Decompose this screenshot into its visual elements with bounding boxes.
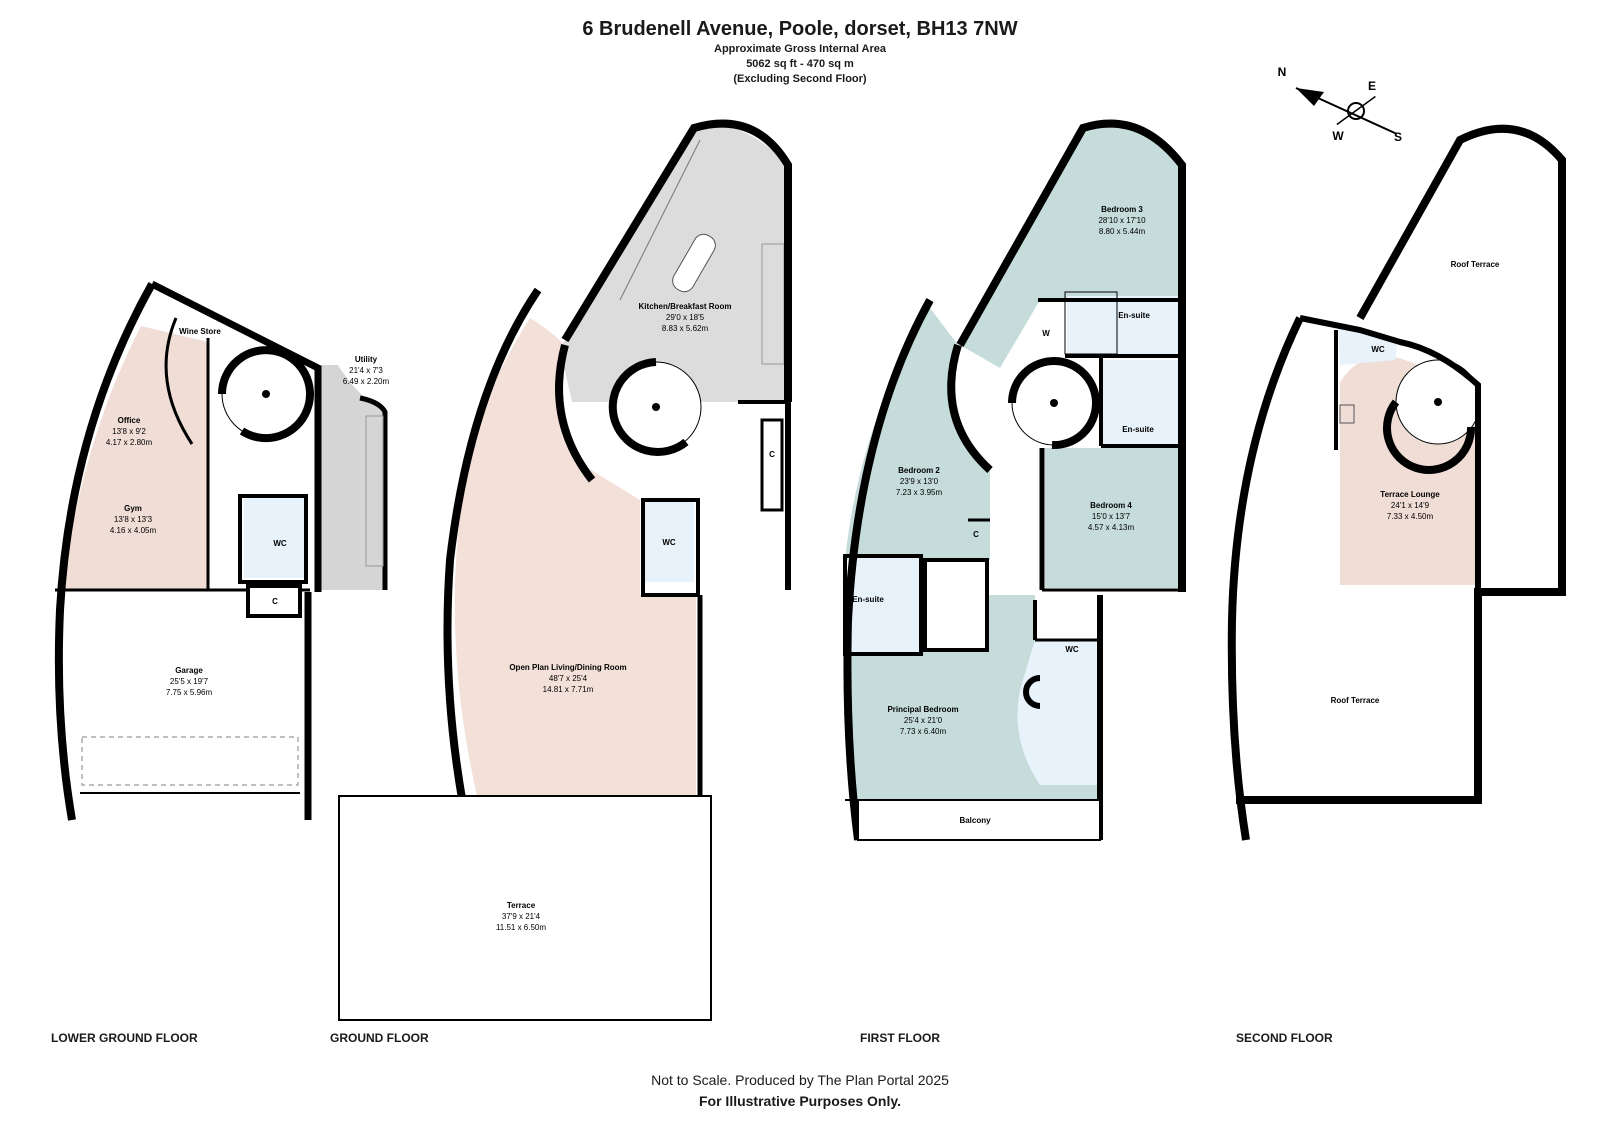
first-ensuite-left xyxy=(848,558,920,654)
compass-icon: N E S W xyxy=(1278,65,1402,144)
lg-utility-imperial: 21'4 x 7'3 xyxy=(349,366,383,375)
ff-principal-metric: 7.73 x 6.40m xyxy=(900,727,947,736)
lg-office-imperial: 13'8 x 9'2 xyxy=(112,427,146,436)
footer-line-1: Not to Scale. Produced by The Plan Porta… xyxy=(651,1072,949,1088)
compass-n: N xyxy=(1278,65,1287,79)
gf-wc-label: WC xyxy=(662,538,676,547)
area-label: Approximate Gross Internal Area xyxy=(714,43,886,55)
sf-lounge-name: Terrace Lounge xyxy=(1380,490,1440,499)
gf-terrace-name: Terrace xyxy=(507,901,536,910)
gf-terrace-metric: 11.51 x 6.50m xyxy=(496,923,546,932)
gf-terrace-imperial: 37'9 x 21'4 xyxy=(502,912,541,921)
ff-bedroom4-imperial: 15'0 x 13'7 xyxy=(1092,512,1131,521)
first-floor-plan xyxy=(843,119,1186,841)
lg-utility-metric: 6.49 x 2.20m xyxy=(343,377,390,386)
bedroom-4-room xyxy=(1045,448,1180,588)
first-ensuite-top xyxy=(1067,296,1179,354)
ff-bedroom2-name: Bedroom 2 xyxy=(898,466,940,475)
ff-principal-imperial: 25'4 x 21'0 xyxy=(904,716,943,725)
lg-wine-store-label: Wine Store xyxy=(179,327,221,336)
gf-kitchen-name: Kitchen/Breakfast Room xyxy=(639,302,732,311)
ff-balcony-label: Balcony xyxy=(959,816,991,825)
gf-cupboard-label: C xyxy=(769,450,775,459)
ff-bedroom4-metric: 4.57 x 4.13m xyxy=(1088,523,1135,532)
lg-gym-metric: 4.16 x 4.05m xyxy=(110,526,157,535)
sf-lounge-metric: 7.33 x 4.50m xyxy=(1387,512,1434,521)
ff-bedroom4-name: Bedroom 4 xyxy=(1090,501,1132,510)
first-ensuite-mid xyxy=(1103,360,1179,446)
first-floor-label: FIRST FLOOR xyxy=(860,1031,940,1045)
lg-garage-metric: 7.75 x 5.96m xyxy=(166,688,213,697)
lg-garage-name: Garage xyxy=(175,666,203,675)
sf-wc-label: WC xyxy=(1371,345,1385,354)
lg-utility-name: Utility xyxy=(355,355,378,364)
sf-wc-room xyxy=(1338,322,1398,365)
gf-kitchen-imperial: 29'0 x 18'5 xyxy=(666,313,705,322)
compass-s: S xyxy=(1394,130,1402,144)
first-wc-room xyxy=(1017,640,1098,785)
sf-lounge-imperial: 24'1 x 14'9 xyxy=(1391,501,1430,510)
lg-gym-name: Gym xyxy=(124,504,142,513)
ff-ensuite-mid-label: En-suite xyxy=(1122,425,1154,434)
gf-kitchen-metric: 8.83 x 5.62m xyxy=(662,324,709,333)
ff-bedroom3-imperial: 28'10 x 17'10 xyxy=(1098,216,1146,225)
area-value: 5062 sq ft - 470 sq m xyxy=(746,58,854,70)
second-floor-plan xyxy=(1227,124,1566,841)
lg-garage-imperial: 25'5 x 19'7 xyxy=(170,677,209,686)
ff-bedroom3-name: Bedroom 3 xyxy=(1101,205,1143,214)
ff-bedroom3-metric: 8.80 x 5.44m xyxy=(1099,227,1146,236)
kitchen-breakfast-room xyxy=(560,125,788,403)
gf-living-imperial: 48'7 x 25'4 xyxy=(549,674,588,683)
lg-cupboard-label: C xyxy=(272,597,278,606)
lg-office-metric: 4.17 x 2.80m xyxy=(106,438,153,447)
bedroom-2-room xyxy=(845,308,990,560)
ff-bedroom2-metric: 7.23 x 3.95m xyxy=(896,488,943,497)
second-floor-label: SECOND FLOOR xyxy=(1236,1031,1333,1045)
ground-floor-label: GROUND FLOOR xyxy=(330,1031,429,1045)
plan-title: 6 Brudenell Avenue, Poole, dorset, BH13 … xyxy=(582,18,1018,40)
terrace-area xyxy=(338,795,712,1021)
gf-wc-room xyxy=(643,502,694,582)
ff-ensuite-left-label: En-suite xyxy=(852,595,884,604)
compass-e: E xyxy=(1368,79,1376,93)
bedroom-3-room xyxy=(960,124,1180,368)
ground-floor-plan xyxy=(338,119,792,1021)
lower-ground-floor-plan xyxy=(54,280,388,821)
lg-gym-imperial: 13'8 x 13'3 xyxy=(114,515,153,524)
lower-ground-floor-label: LOWER GROUND FLOOR xyxy=(51,1031,198,1045)
ff-bedroom2-imperial: 23'9 x 13'0 xyxy=(900,477,939,486)
gf-living-name: Open Plan Living/Dining Room xyxy=(509,663,626,672)
ff-wardrobe-label: W xyxy=(1042,329,1050,338)
gf-living-metric: 14.81 x 7.71m xyxy=(543,685,594,694)
footer-line-2: For Illustrative Purposes Only. xyxy=(698,1093,901,1109)
utility-room xyxy=(316,365,385,590)
ff-cupboard-label: C xyxy=(973,530,979,539)
lg-wc-room xyxy=(244,498,304,578)
lg-office-name: Office xyxy=(118,416,141,425)
ff-wc-label: WC xyxy=(1065,645,1079,654)
sf-roof-terrace-top-label: Roof Terrace xyxy=(1451,260,1500,269)
ff-principal-name: Principal Bedroom xyxy=(887,705,958,714)
living-dining-room xyxy=(454,318,696,800)
area-note: (Excluding Second Floor) xyxy=(733,73,867,85)
compass-w: W xyxy=(1332,129,1344,143)
lg-wc-label: WC xyxy=(273,539,287,548)
balcony-area xyxy=(857,799,1101,841)
office-gym-room xyxy=(62,326,208,590)
ff-ensuite-top-label: En-suite xyxy=(1118,311,1150,320)
sf-roof-terrace-bottom-label: Roof Terrace xyxy=(1331,696,1380,705)
